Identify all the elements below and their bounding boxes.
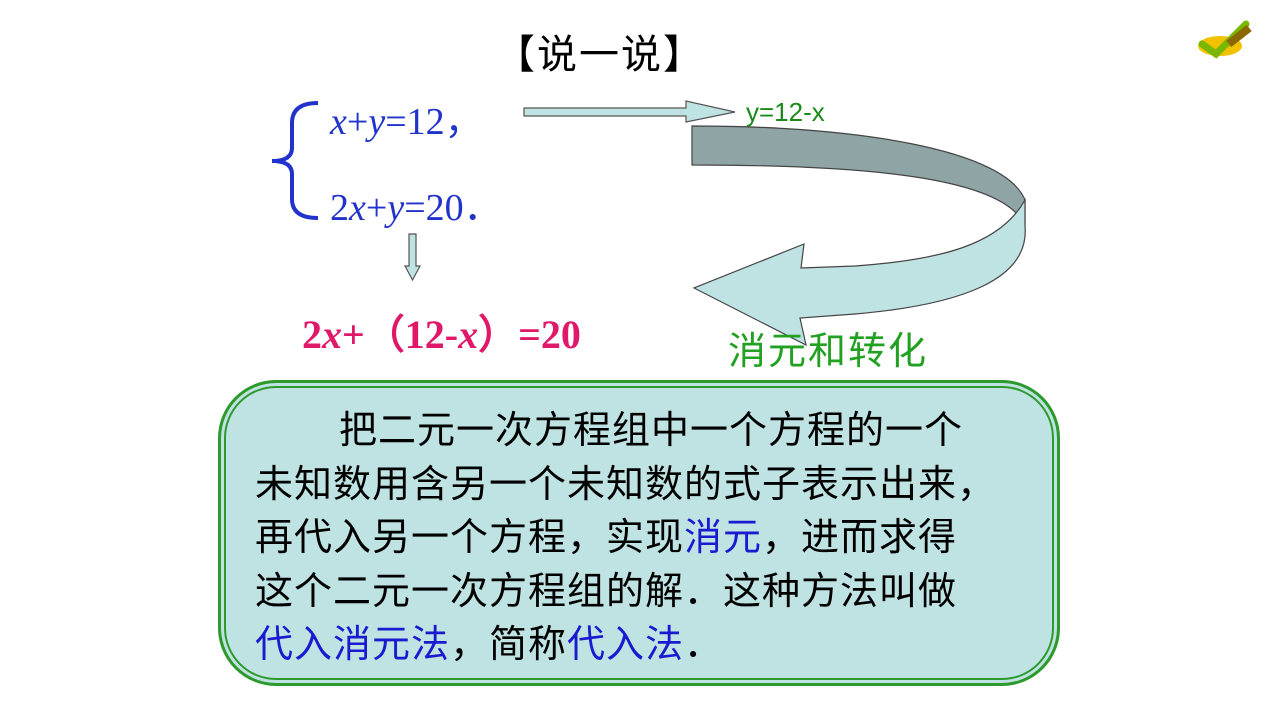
substituted-equation: 2x+（12-x）=20: [302, 312, 581, 357]
term-substitution: 代入法: [567, 622, 685, 666]
substitution-label: y=12-x: [746, 97, 825, 127]
definition-line-1: 把二元一次方程组中一个方程的一个: [339, 408, 964, 452]
definition-text: 把二元一次方程组中一个方程的一个 未知数用含另一个未知数的式子表示出来， 再代入…: [255, 404, 1035, 672]
equation-1: x+y=12，: [330, 101, 483, 143]
process-label: 消元和转化: [728, 329, 929, 373]
definition-box: [218, 380, 1060, 686]
page-title: 【说一说】: [495, 32, 705, 78]
definition-line-2: 未知数用含另一个未知数的式子表示出来，: [255, 461, 997, 506]
definition-line-3: 再代入另一个方程，实现消元，进而求得: [255, 515, 958, 559]
substitution-arrow: [523, 100, 736, 123]
curved-band-arrow: [692, 197, 1026, 347]
definition-line-5: 代入消元法，简称代入法．: [255, 622, 724, 666]
down-arrow: [403, 233, 422, 282]
curved-band-top: [691, 125, 1026, 227]
equation-2: 2x+y=20．: [330, 187, 502, 229]
system-brace: [271, 101, 319, 220]
term-elimination: 消元: [684, 515, 763, 559]
definition-line-4: 这个二元一次方程组的解．这种方法叫做: [255, 568, 958, 613]
term-substitution-elimination: 代入消元法: [255, 622, 451, 666]
pencil-check-icon: [1196, 18, 1256, 66]
